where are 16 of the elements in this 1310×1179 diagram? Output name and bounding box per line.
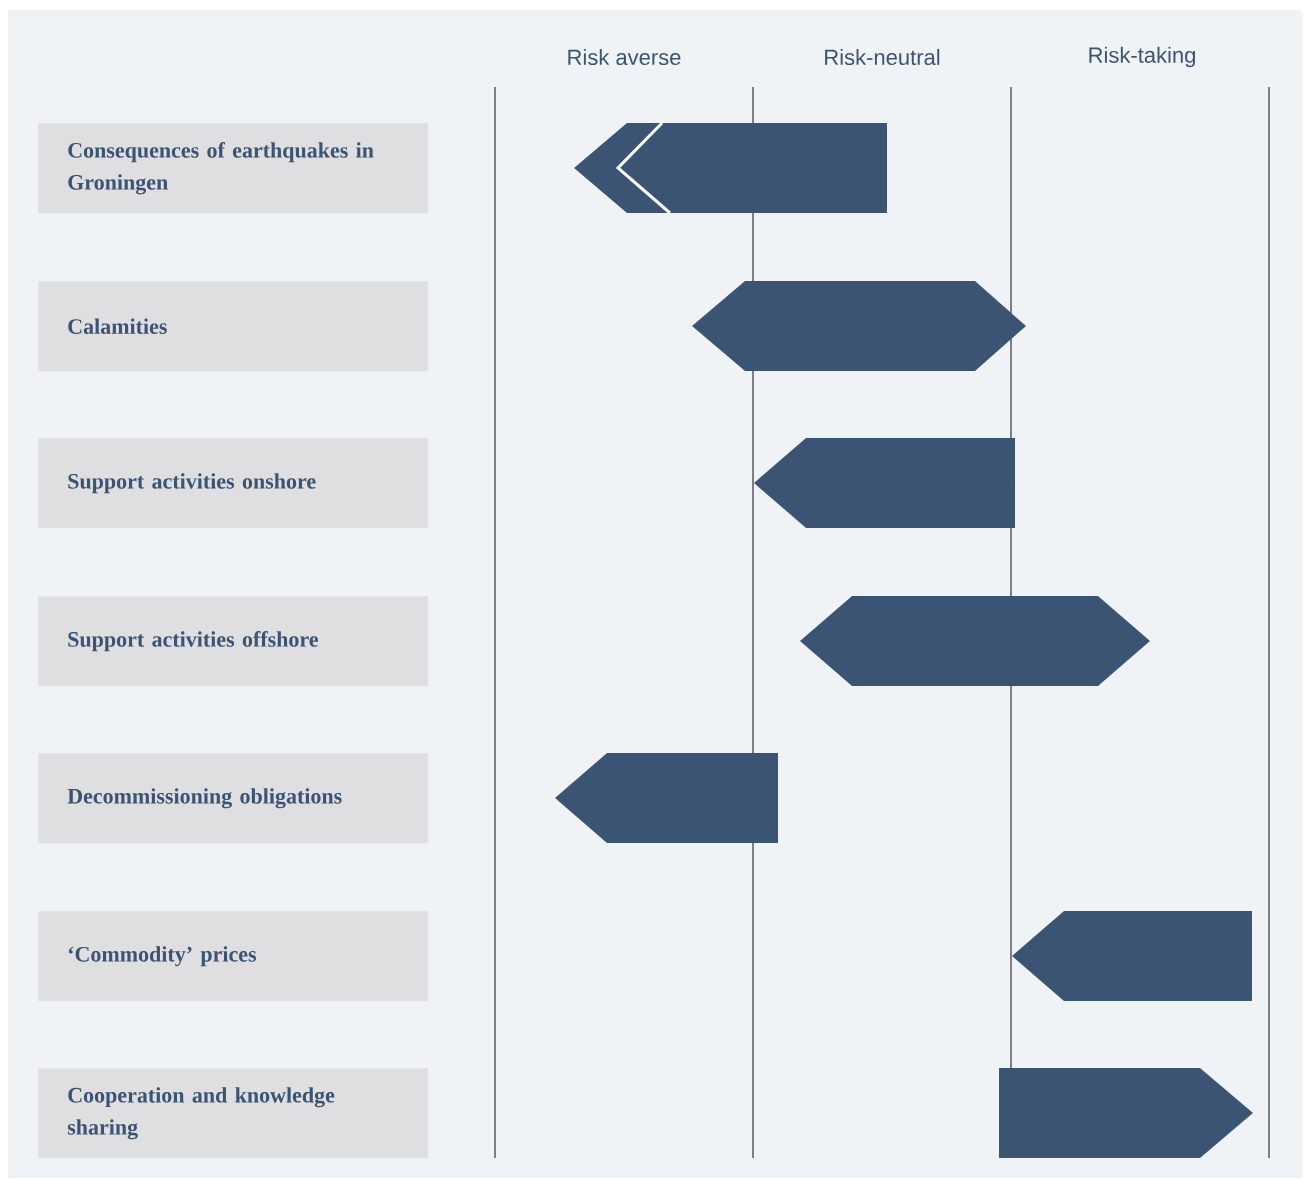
arrow-shape [555,753,778,843]
label-box: Cooperation and knowledge sharing [38,1068,429,1159]
arrow-shape [574,121,887,215]
column-header: Risk-neutral [825,48,940,66]
label-box: Support activities offshore [38,596,429,687]
column-header: Risk averse [568,48,681,66]
label-box: Calamities [38,281,429,372]
arrow-shape [999,1068,1253,1158]
column-header: Risk-taking [1089,46,1195,68]
arrow-shape [692,281,1026,371]
label-box: Consequences of earthquakes in Groningen [38,123,429,214]
arrow-shape [800,596,1150,686]
label-box: ‘Commodity’ prices [38,911,429,1002]
label-box: Decommissioning obligations [38,753,429,844]
label-box: Support activities onshore [38,438,429,529]
arrow-shape [1012,911,1252,1001]
